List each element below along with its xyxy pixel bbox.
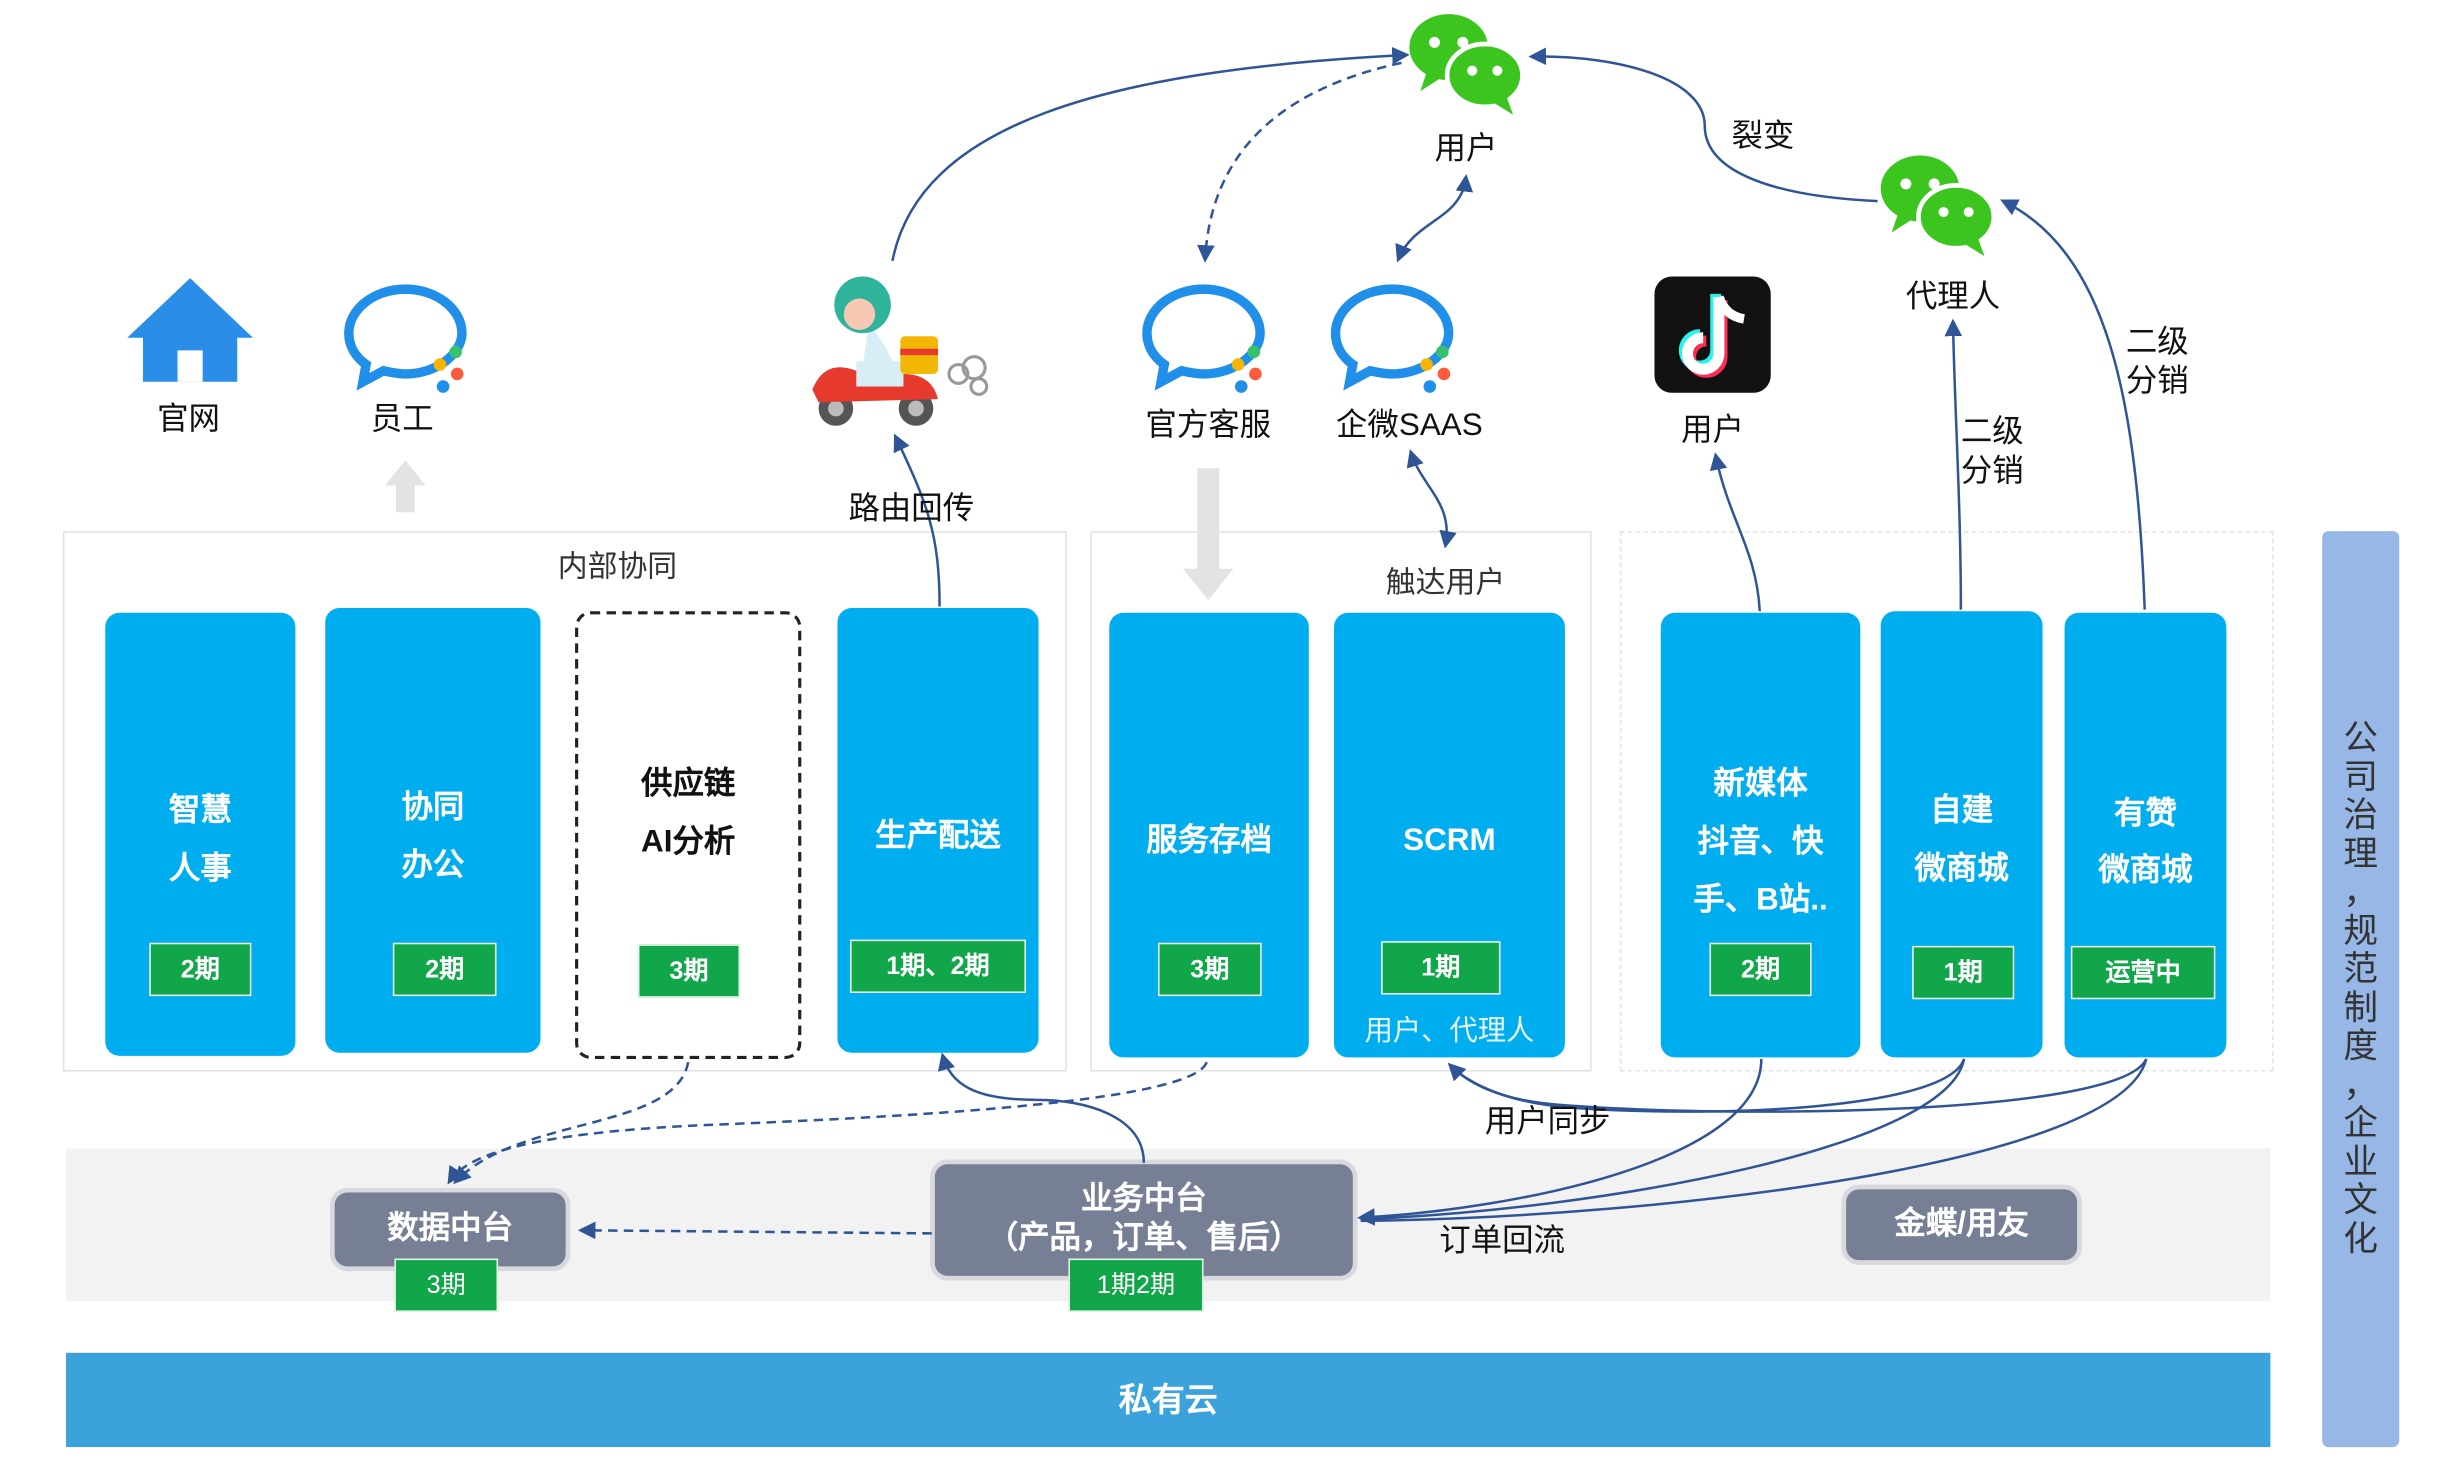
business-middle-platform[interactable]: 业务中台 （产品，订单、售后）: [934, 1164, 1353, 1276]
governance-char: ，: [2343, 1064, 2379, 1104]
card-collab-office[interactable]: 协同 办公 2期: [325, 608, 541, 1053]
card-supply-chain-ai[interactable]: 供应链 AI分析 3期: [575, 611, 802, 1059]
phase-badge: 1期、2期: [850, 939, 1026, 993]
governance-char: 公: [2343, 718, 2379, 758]
card-self-built-mall[interactable]: 自建 微商城 1期: [1880, 611, 2043, 1058]
reach-users-panel: [1090, 531, 1592, 1072]
governance-char: 文: [2343, 1179, 2379, 1220]
card-new-media[interactable]: 新媒体 抖音、快 手、B站.. 2期: [1660, 612, 1861, 1058]
grey-up-arrow-icon: [384, 460, 426, 513]
tiktok-user-label: 用户: [1681, 413, 1745, 448]
card-scrm[interactable]: SCRM 1期 用户、代理人: [1333, 612, 1565, 1058]
governance-char: 理: [2343, 833, 2379, 873]
second-tier-note-b-line2: 分销: [2125, 364, 2189, 400]
delivery-rider-icon: [812, 276, 989, 426]
second-tier-note-a-line1: 二级: [1960, 414, 2024, 450]
wecom-icon: [349, 289, 464, 393]
wechat-agent-label: 代理人: [1905, 279, 2001, 315]
card-service-archive[interactable]: 服务存档 3期: [1109, 612, 1309, 1058]
phase-badge: 运营中: [2070, 945, 2216, 1000]
user-sync-note: 用户同步: [1484, 1104, 1611, 1140]
scrm-subtitle: 用户、代理人: [1364, 1014, 1535, 1047]
data-middle-platform[interactable]: 数据中台: [334, 1192, 566, 1267]
card-youzan-mall[interactable]: 有赞 微商城 运营中: [2064, 612, 2227, 1058]
reach-users-label: 触达用户: [1385, 567, 1506, 601]
governance-char: 化: [2343, 1218, 2379, 1258]
data-platform-phase-badge: 3期: [394, 1258, 499, 1312]
governance-char: 治: [2343, 795, 2379, 835]
governance-char: 规: [2343, 910, 2379, 950]
fission-note: 裂变: [1731, 119, 1795, 154]
internal-collab-label: 内部协同: [557, 551, 678, 585]
phase-badge: 2期: [1709, 942, 1812, 997]
wechat-icon: [1881, 156, 1994, 257]
website-label: 官网: [157, 402, 220, 437]
home-icon: [127, 278, 253, 382]
private-cloud-bar: 私有云: [65, 1352, 2271, 1448]
governance-char: 司: [2343, 756, 2379, 796]
governance-char: 制: [2343, 987, 2379, 1027]
phase-badge: 3期: [1157, 942, 1262, 997]
governance-char: 企: [2343, 1102, 2379, 1143]
phase-badge: 2期: [392, 942, 497, 997]
saas-label: 企微SAAS: [1336, 408, 1483, 444]
second-tier-note-b-line1: 二级: [2125, 325, 2189, 360]
business-platform-phase-badge: 1期2期: [1068, 1258, 1204, 1312]
phase-badge: 1期: [1912, 945, 2015, 1000]
governance-char: ，: [2343, 872, 2379, 912]
employee-label: 员工: [370, 402, 434, 437]
tiktok-icon: [1654, 276, 1771, 393]
wechat-user-label: 用户: [1434, 131, 1498, 167]
card-production-delivery[interactable]: 生产配送 1期、2期: [837, 608, 1039, 1053]
governance-text: 公司治理，规范制度，企业文化: [2322, 718, 2399, 1259]
wecom-icon: [1147, 289, 1262, 393]
phase-badge: 1期: [1381, 941, 1501, 995]
governance-char: 业: [2343, 1141, 2379, 1181]
official-service-label: 官方客服: [1145, 408, 1272, 444]
route-back-note: 路由回传: [848, 491, 975, 527]
card-smart-hr[interactable]: 智慧 人事 2期: [105, 612, 296, 1056]
governance-char: 范: [2343, 949, 2379, 989]
governance-sidebar: 公司治理，规范制度，企业文化: [2322, 531, 2400, 1448]
wechat-icon: [1409, 14, 1522, 115]
governance-char: 度: [2343, 1025, 2379, 1066]
wecom-icon: [1336, 289, 1451, 393]
order-back-note: 订单回流: [1439, 1223, 1565, 1259]
phase-badge: 3期: [637, 944, 741, 998]
phase-badge: 2期: [149, 942, 252, 997]
second-tier-note-a-line2: 分销: [1960, 454, 2024, 489]
erp-kingdee-yonyou[interactable]: 金蝶/用友: [1846, 1189, 2078, 1261]
